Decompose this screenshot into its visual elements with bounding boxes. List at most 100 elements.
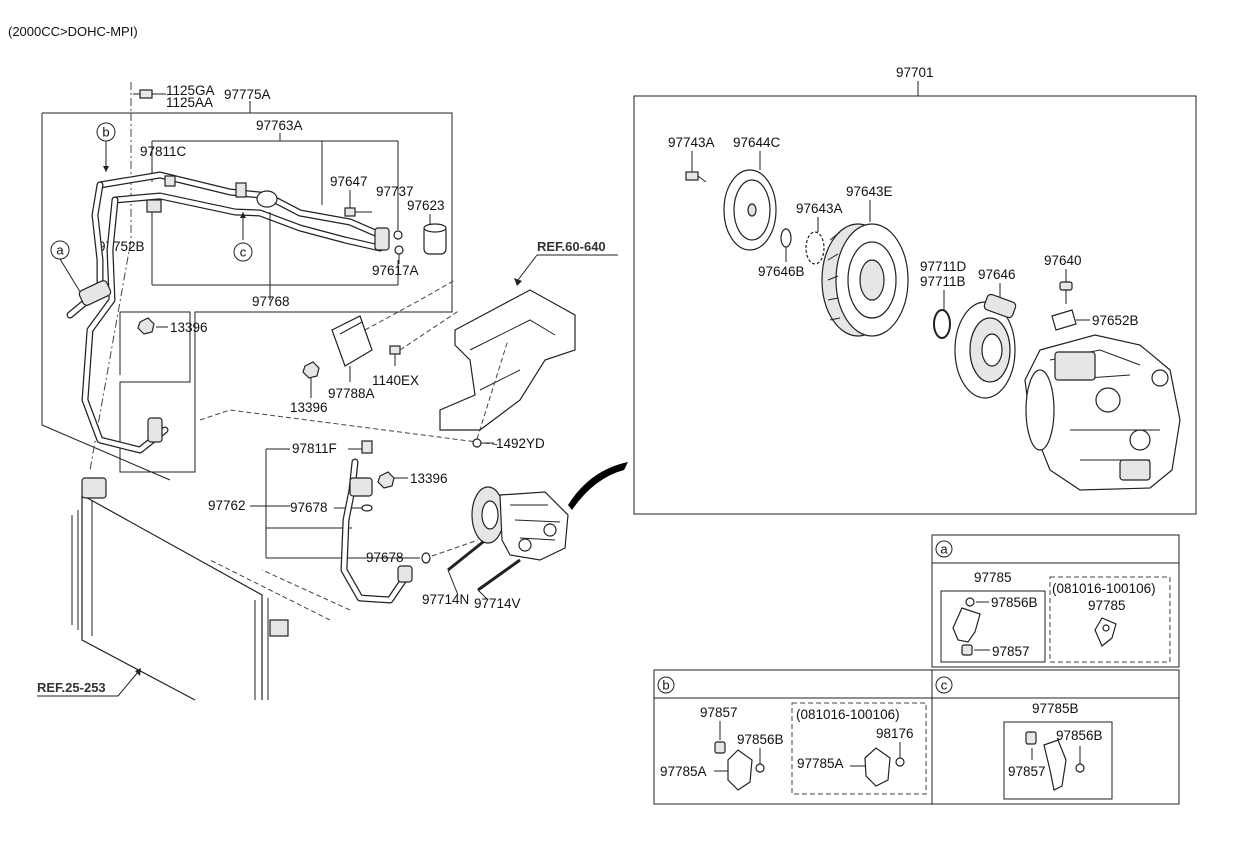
valve-97640-icon[interactable]	[1059, 281, 1073, 304]
label-1125aa[interactable]: 1125AA	[166, 95, 213, 110]
label-97811f[interactable]: 97811F	[292, 441, 337, 456]
detail-b-98176-icon[interactable]	[895, 757, 905, 767]
label-97678-upper[interactable]: 97678	[290, 500, 328, 515]
ref-25-253[interactable]: REF.25-253	[37, 680, 106, 695]
callout-a-text: a	[56, 243, 64, 258]
label-detail-b-97857[interactable]: 97857	[700, 705, 738, 720]
label-97737[interactable]: 97737	[376, 184, 414, 199]
label-97714v[interactable]: 97714V	[474, 596, 521, 611]
detail-c-clamp-icon[interactable]	[1043, 739, 1067, 791]
detail-c-callout-circle[interactable]	[935, 676, 953, 694]
label-13396-liquid[interactable]: 13396	[410, 471, 448, 486]
field-coil-97646-icon[interactable]	[954, 293, 1017, 399]
callout-c-circle[interactable]	[233, 242, 253, 262]
o-ring-97678-upper-icon[interactable]	[361, 504, 373, 512]
nut-13396-liquid-icon[interactable]	[377, 471, 395, 489]
label-detail-b-98176[interactable]: 98176	[876, 726, 914, 741]
label-97646b[interactable]: 97646B	[758, 264, 805, 279]
label-97711d[interactable]: 97711D	[920, 259, 967, 274]
swoosh-arrow-icon	[568, 462, 628, 510]
label-detail-a-97856b[interactable]: 97856B	[991, 595, 1038, 610]
nut-13396-mid-icon[interactable]	[302, 361, 320, 379]
label-97701[interactable]: 97701	[896, 65, 934, 80]
detail-b-clamp-icon[interactable]	[727, 749, 753, 791]
label-97623[interactable]: 97623	[407, 198, 445, 213]
label-97646[interactable]: 97646	[978, 267, 1016, 282]
bracket-97652b-icon[interactable]	[1051, 309, 1077, 331]
snap-ring-97711-icon[interactable]	[933, 309, 951, 339]
valve-cap-icon[interactable]	[164, 175, 176, 187]
detail-b-97856b-icon[interactable]	[755, 763, 765, 773]
label-97643e[interactable]: 97643E	[846, 184, 893, 199]
ref-60-640[interactable]: REF.60-640	[537, 239, 606, 254]
label-97752b[interactable]: 97752B	[98, 239, 145, 254]
label-detail-a-97857[interactable]: 97857	[992, 644, 1030, 659]
bracket-97788a-icon[interactable]	[331, 315, 373, 367]
label-97643a[interactable]: 97643A	[796, 201, 843, 216]
label-97788a[interactable]: 97788A	[328, 386, 375, 401]
detail-b-rubber-icon[interactable]	[714, 741, 726, 754]
bolt-97714n-icon[interactable]	[447, 536, 489, 572]
label-97652b[interactable]: 97652B	[1092, 313, 1139, 328]
detail-a-callout-circle[interactable]	[935, 540, 953, 558]
label-97762[interactable]: 97762	[208, 498, 246, 513]
label-detail-c-97785b[interactable]: 97785B	[1032, 701, 1079, 716]
label-detail-b-range[interactable]: (081016-100106)	[796, 707, 900, 722]
detail-a-variant-clamp-icon[interactable]	[1094, 617, 1117, 647]
label-detail-a-variant-97785[interactable]: 97785	[1088, 598, 1126, 613]
o-ring-97737-icon[interactable]	[393, 230, 403, 240]
label-detail-c-97857[interactable]: 97857	[1008, 764, 1046, 779]
detail-b-variant-clamp-icon[interactable]	[864, 747, 891, 787]
detail-a-clamp-icon[interactable]	[952, 607, 981, 643]
compressor-body-icon	[1024, 334, 1181, 491]
label-97678-lower[interactable]: 97678	[366, 550, 404, 565]
detail-c-97856b-icon[interactable]	[1075, 763, 1085, 773]
leader-97762	[265, 448, 420, 559]
label-97647[interactable]: 97647	[330, 174, 368, 189]
label-detail-a-range[interactable]: (081016-100106)	[1052, 581, 1156, 596]
bolt-1125-icon[interactable]	[133, 89, 153, 99]
bolt-1140ex-icon[interactable]	[389, 345, 401, 366]
label-97811c[interactable]: 97811C	[140, 144, 187, 159]
leader-97768	[152, 212, 399, 300]
bolt-97647-icon[interactable]	[344, 207, 372, 217]
label-13396-left[interactable]: 13396	[170, 320, 208, 335]
detail-a-rubber-icon[interactable]	[961, 644, 973, 656]
pulley-cover-97644c-icon[interactable]	[723, 169, 777, 251]
label-detail-c-97856b[interactable]: 97856B	[1056, 728, 1103, 743]
label-97640[interactable]: 97640	[1044, 253, 1082, 268]
label-1492yd[interactable]: 1492YD	[496, 436, 545, 451]
grommet-1492yd-icon[interactable]	[472, 438, 482, 448]
label-97644c[interactable]: 97644C	[733, 135, 781, 150]
o-ring-97617a-icon[interactable]	[394, 245, 404, 255]
label-97768[interactable]: 97768	[252, 294, 290, 309]
detail-a-97856b-icon[interactable]	[965, 597, 975, 607]
label-1125ga[interactable]: 1125GA	[166, 83, 215, 98]
label-detail-a-97785[interactable]: 97785	[974, 570, 1012, 585]
sensor-97623-icon[interactable]	[423, 223, 447, 255]
label-97763a[interactable]: 97763A	[256, 118, 303, 133]
bolt-97743a-icon[interactable]	[685, 171, 707, 183]
valve-cap-97811f-icon[interactable]	[361, 440, 373, 454]
label-97775a[interactable]: 97775A	[224, 87, 271, 102]
label-97714n[interactable]: 97714N	[422, 592, 469, 607]
nut-13396-icon[interactable]	[137, 317, 155, 335]
label-97711b[interactable]: 97711B	[920, 274, 966, 289]
label-13396-mid[interactable]: 13396	[290, 400, 328, 415]
bracket-97752b-icon[interactable]	[146, 199, 162, 213]
label-detail-b-variant-97785a[interactable]: 97785A	[797, 756, 844, 771]
pulley-97643e-icon[interactable]	[821, 223, 909, 337]
label-1140ex[interactable]: 1140EX	[372, 373, 419, 388]
detail-c-inner-box	[1003, 721, 1113, 800]
bolt-97714v-icon[interactable]	[477, 558, 521, 592]
label-97617a[interactable]: 97617A	[372, 263, 419, 278]
detail-c-rubber-icon[interactable]	[1025, 731, 1037, 745]
hose-end-lower-icon	[147, 417, 163, 443]
snap-ring-97643a-icon[interactable]	[805, 231, 825, 265]
detail-b-callout-circle[interactable]	[657, 676, 675, 694]
o-ring-97678-lower-icon[interactable]	[421, 552, 431, 564]
shim-97646b-icon[interactable]	[780, 228, 792, 248]
label-detail-b-97856b[interactable]: 97856B	[737, 732, 784, 747]
label-detail-b-97785a[interactable]: 97785A	[660, 764, 707, 779]
label-97743a[interactable]: 97743A	[668, 135, 715, 150]
